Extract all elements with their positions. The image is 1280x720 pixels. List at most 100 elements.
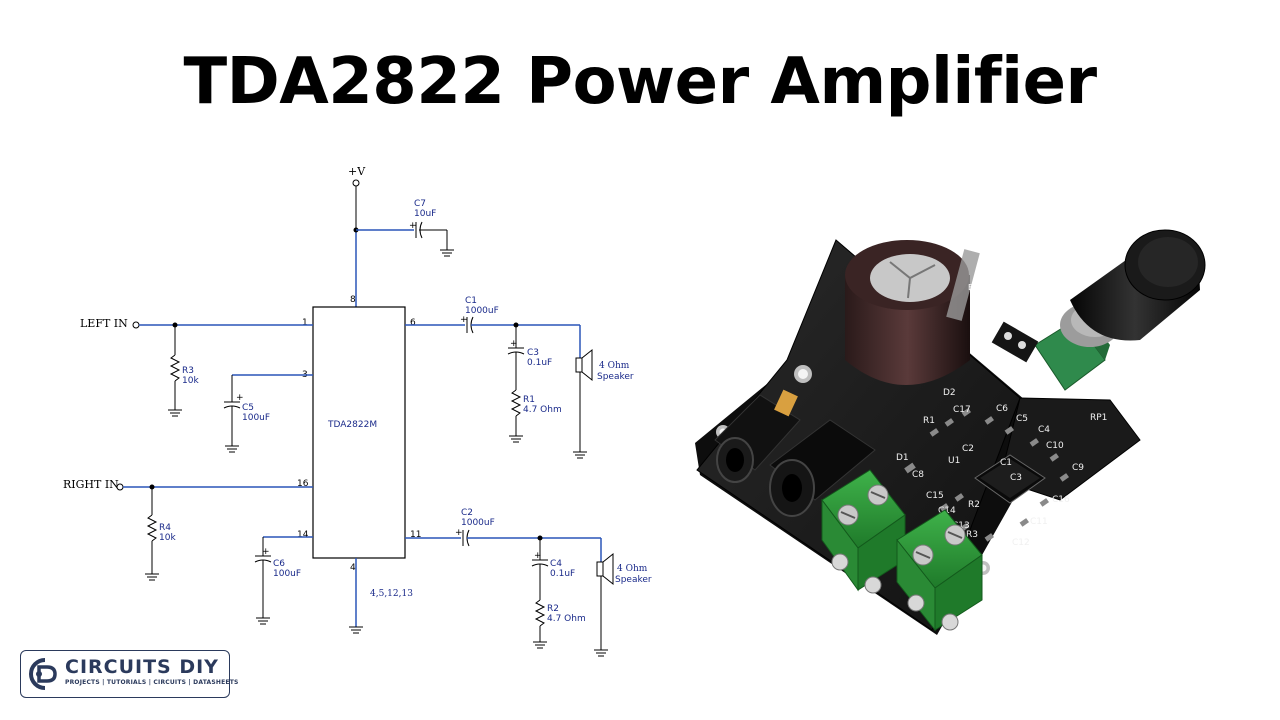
svg-text:C17: C17 xyxy=(953,405,971,415)
ic-ground xyxy=(349,626,363,634)
ic-label: TDA2822M xyxy=(327,420,377,430)
c7-ref: C7 xyxy=(414,199,426,209)
svg-text:C14: C14 xyxy=(938,506,956,516)
svg-text:+: + xyxy=(510,339,518,349)
header-pin-2 xyxy=(1018,341,1026,349)
svg-text:C2: C2 xyxy=(962,444,974,454)
c3-value: 0.1uF xyxy=(527,358,552,368)
svg-text:C8: C8 xyxy=(912,470,924,480)
svg-text:C13: C13 xyxy=(952,521,970,531)
c2-ref: C2 xyxy=(461,508,473,518)
svg-text:+: + xyxy=(236,393,244,403)
svg-text:+: + xyxy=(460,315,468,325)
c2-value: 1000uF xyxy=(461,518,495,528)
c7-value: 10uF xyxy=(414,209,436,219)
svg-text:C1: C1 xyxy=(1000,458,1012,468)
svg-text:R2: R2 xyxy=(968,500,980,510)
capacitor-c5: + xyxy=(223,375,244,453)
svg-text:R1: R1 xyxy=(923,416,935,426)
capacitor-c7: + xyxy=(409,221,454,257)
volume-potentiometer xyxy=(1034,229,1206,391)
speaker-bottom-label: Speaker xyxy=(615,575,652,585)
logo-name: CIRCUITS DIY xyxy=(65,656,219,678)
r2-ref: R2 xyxy=(547,604,559,614)
screw-terminal-left xyxy=(821,469,906,594)
amplifier-schematic: +V + C7 10uF TDA2822M 8 1 3 6 16 14 11 4… xyxy=(63,165,652,657)
c4-ref: C4 xyxy=(550,559,562,569)
svg-text:C10: C10 xyxy=(1046,441,1064,451)
dc-power-jack xyxy=(769,419,876,517)
pin-8: 8 xyxy=(350,295,356,305)
silkscreen-labels: R1 D2 C17 C6 C5 C4 C10 C9 C16 C11 C12 C2… xyxy=(896,388,1107,548)
r2-value: 4.7 Ohm xyxy=(547,614,586,624)
cap-marking: E2J xyxy=(968,283,981,292)
svg-text:C4: C4 xyxy=(1038,425,1050,435)
r1-value: 4.7 Ohm xyxy=(523,405,562,415)
right-input-label: RIGHT IN xyxy=(63,478,119,491)
c6-value: 100uF xyxy=(273,569,301,579)
svg-text:C5: C5 xyxy=(1016,414,1028,424)
r3-ref: R3 xyxy=(182,366,194,376)
svg-text:C16: C16 xyxy=(1052,495,1070,505)
svg-text:C12: C12 xyxy=(1012,538,1030,548)
ground-pins-label: 4,5,12,13 xyxy=(370,589,413,599)
svg-text:U1: U1 xyxy=(948,456,960,466)
resistor-r1 xyxy=(509,389,523,443)
resistor-r3 xyxy=(168,325,182,417)
svg-text:D1: D1 xyxy=(896,453,909,463)
speaker-top-ohm: 4 Ohm xyxy=(599,361,630,371)
capacitor-c6: + xyxy=(254,537,272,625)
pin-header xyxy=(991,321,1039,363)
c5-ref: C5 xyxy=(242,403,254,413)
speaker-bottom-ohm: 4 Ohm xyxy=(617,564,648,574)
audio-jack xyxy=(714,389,801,483)
resistor-r4 xyxy=(145,487,159,581)
svg-text:C6: C6 xyxy=(996,404,1008,414)
supply-label: +V xyxy=(348,165,366,178)
c6-ref: C6 xyxy=(273,559,285,569)
c1-value: 1000uF xyxy=(465,306,499,316)
svg-text:+: + xyxy=(534,551,542,561)
circuits-diy-logo-icon xyxy=(29,658,57,690)
circuits-diy-logo: CIRCUITS DIY PROJECTS | TUTORIALS | CIRC… xyxy=(20,650,238,698)
pin-4: 4 xyxy=(350,563,356,573)
svg-text:C11: C11 xyxy=(1030,517,1048,527)
header-pin-1 xyxy=(1004,332,1012,340)
r3-value: 10k xyxy=(182,376,199,386)
svg-text:+: + xyxy=(262,547,270,557)
page-title: TDA2822 Power Amplifier xyxy=(183,45,1097,119)
smd-components xyxy=(904,408,1069,542)
speaker-top xyxy=(573,348,593,459)
speaker-top-label: Speaker xyxy=(597,372,634,382)
left-input-label: LEFT IN xyxy=(80,317,128,330)
pin-11: 11 xyxy=(410,530,421,540)
r4-ref: R4 xyxy=(159,523,171,533)
c4-value: 0.1uF xyxy=(550,569,575,579)
svg-text:C9: C9 xyxy=(1072,463,1084,473)
svg-text:D2: D2 xyxy=(943,388,956,398)
c1-ref: C1 xyxy=(465,296,477,306)
ic-tda2822m xyxy=(312,306,406,559)
logo-tagline: PROJECTS | TUTORIALS | CIRCUITS | DATASH… xyxy=(65,679,239,686)
pin-14: 14 xyxy=(297,530,309,540)
r1-ref: R1 xyxy=(523,395,535,405)
electrolytic-capacitor xyxy=(845,240,980,385)
capacitor-c4: + xyxy=(531,538,549,600)
svg-text:R3: R3 xyxy=(966,530,978,540)
svg-text:C3: C3 xyxy=(1010,473,1022,483)
capacitor-c3: + xyxy=(507,325,525,390)
pin-16: 16 xyxy=(297,479,309,489)
pin-6: 6 xyxy=(410,318,416,328)
svg-text:C15: C15 xyxy=(926,491,944,501)
r4-value: 10k xyxy=(159,533,176,543)
pin-1: 1 xyxy=(302,318,308,328)
svg-text:+: + xyxy=(409,221,417,231)
c3-ref: C3 xyxy=(527,348,539,358)
screw-terminal-right xyxy=(896,509,983,632)
speaker-bottom xyxy=(594,552,614,657)
svg-text:RP1: RP1 xyxy=(1090,413,1107,423)
svg-text:+: + xyxy=(455,528,463,538)
c5-value: 100uF xyxy=(242,413,270,423)
resistor-r2 xyxy=(533,599,547,649)
